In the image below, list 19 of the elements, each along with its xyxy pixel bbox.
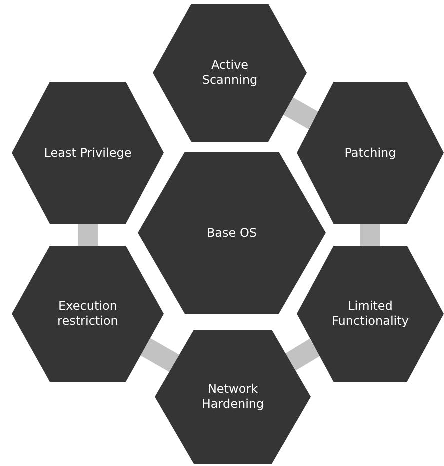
connector-band (140, 338, 180, 372)
node-label: Least Privilege (44, 146, 132, 160)
hexagon-node (138, 152, 326, 314)
node-label: Patching (344, 146, 396, 160)
connector-band (78, 224, 98, 246)
hexagon-node (12, 246, 164, 382)
hexagon-node (155, 330, 311, 464)
hexagon-node (12, 82, 164, 224)
hexagon-node (297, 82, 444, 224)
node-label: Execution restriction (56, 299, 120, 329)
node-label: Base OS (206, 226, 258, 240)
connector-band (286, 338, 320, 371)
hexagon-node (297, 246, 444, 382)
node-label: Limited Functionality (331, 299, 410, 329)
connector-band (360, 224, 380, 246)
connector-band (283, 98, 319, 130)
node-label: Network Hardening (200, 382, 266, 412)
node-label: Active Scanning (201, 58, 259, 88)
hexagon-node (153, 4, 307, 142)
